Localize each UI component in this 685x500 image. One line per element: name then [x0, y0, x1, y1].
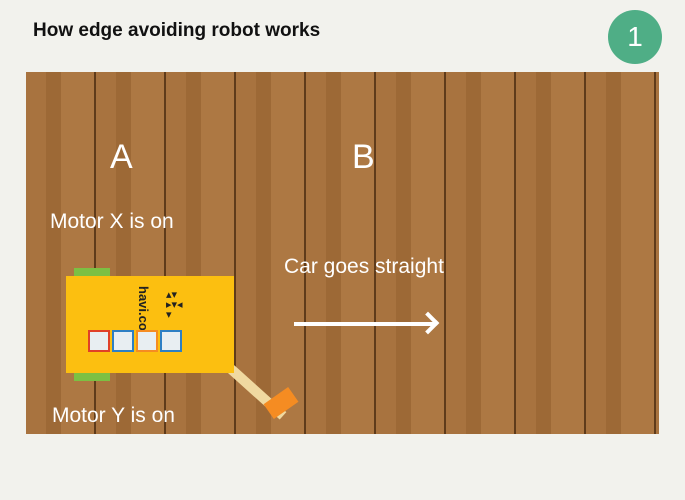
module-orange	[136, 330, 158, 352]
logo-icon: ▴▾▸▾◂▾	[166, 289, 183, 321]
module-red	[88, 330, 110, 352]
step-badge: 1	[608, 10, 662, 64]
wheel-y	[74, 373, 110, 381]
page-title: How edge avoiding robot works	[33, 20, 321, 41]
car-action-label: Car goes straight	[284, 255, 444, 278]
brand-logo: havi.co	[136, 286, 151, 331]
module-blue-2	[160, 330, 182, 352]
robot-car: havi.co ▴▾▸▾◂▾	[66, 276, 234, 373]
motor-x-label: Motor X is on	[50, 210, 174, 233]
label-b: B	[352, 138, 375, 176]
arrow-right-icon	[294, 322, 434, 326]
label-a: A	[110, 138, 133, 176]
wheel-x	[74, 268, 110, 276]
module-blue	[112, 330, 134, 352]
wood-board: A B Motor X is on Car goes straight Moto…	[26, 72, 659, 434]
motor-y-label: Motor Y is on	[52, 404, 175, 427]
